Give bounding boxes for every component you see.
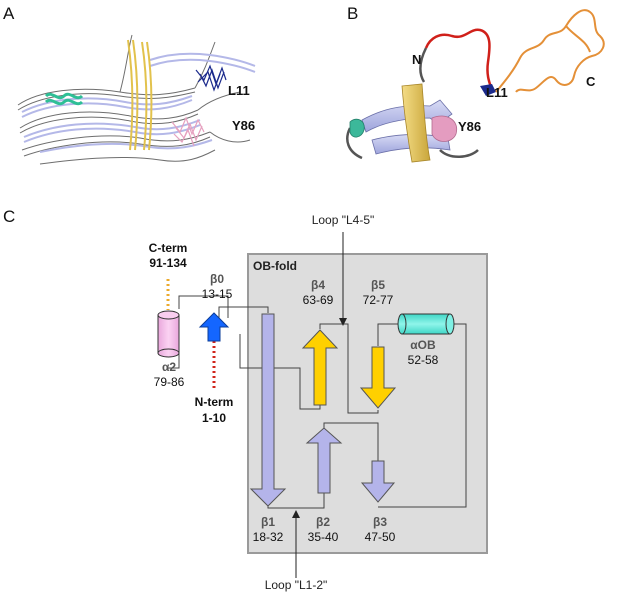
panel-b-l11-label: L11 (486, 85, 508, 100)
strand-b4-arrow (301, 329, 339, 406)
b3-name: β3 (373, 515, 387, 529)
aob-name: αOB (410, 338, 436, 352)
ensemble-gray-traces (17, 34, 251, 165)
helix-a2-cylinder (157, 310, 180, 358)
gray-coil (346, 47, 479, 160)
loop-l4-5-label: Loop "L4-5" (312, 213, 375, 227)
b0-range: 13-15 (202, 287, 233, 301)
pink-helix-segment (431, 115, 458, 142)
b3-range: 47-50 (365, 530, 396, 544)
strand-b0-arrow (198, 312, 230, 342)
ensemble-navy-loop (195, 64, 227, 92)
connector-b2-to-b3 (323, 422, 379, 461)
connector-aob-to-b5 (377, 323, 398, 346)
ensemble-yellow-strands (127, 39, 153, 151)
panel-b-c-label: C (586, 74, 596, 89)
ob-fold-title: OB-fold (253, 259, 297, 273)
aob-range: 52-58 (408, 353, 439, 367)
helix-aob-cylinder (397, 313, 455, 335)
red-n-terminal-coil (424, 28, 494, 91)
yellow-sheet-ribbon (401, 83, 431, 163)
b2-range: 35-40 (308, 530, 339, 544)
strand-b2-arrow (305, 427, 343, 494)
cterm-name: C-term (149, 241, 188, 255)
loop-l4-5-arrowhead (339, 318, 347, 326)
b0-name: β0 (210, 272, 224, 286)
ensemble-pink-sidechains (171, 116, 205, 147)
panel-b-n-label: N (412, 52, 421, 67)
b4-range: 63-69 (303, 293, 334, 307)
teal-helix-segment (349, 118, 365, 138)
cterm-range: 91-134 (149, 256, 187, 270)
strand-b5-arrow (359, 346, 397, 409)
b5-range: 72-77 (363, 293, 394, 307)
nterm-range: 1-10 (202, 411, 226, 425)
panel-b-cartoon (346, 9, 605, 163)
loop-l1-2-arrowhead (292, 510, 300, 518)
orange-c-terminal-coil (495, 9, 605, 93)
connector-b3-to-aob (378, 323, 467, 508)
loop-l1-2-label: Loop "L1-2" (265, 578, 328, 592)
ob-fold-box (247, 253, 488, 554)
a2-name: α2 (162, 360, 176, 374)
panel-b-y86-label: Y86 (458, 119, 481, 134)
panel-b-label: B (347, 4, 358, 23)
panel-c-label: C (3, 207, 15, 226)
b2-name: β2 (316, 515, 330, 529)
connector-b0-to-b1 (218, 306, 269, 318)
a2-range: 79-86 (154, 375, 185, 389)
connector-b5-to-b4 (319, 323, 379, 414)
b4-name: β4 (311, 278, 325, 292)
panel-a-ensemble (17, 34, 256, 165)
b5-name: β5 (371, 278, 385, 292)
connector-b4-to-a2 (239, 334, 321, 410)
strand-b3-arrow (360, 460, 396, 503)
b1-range: 18-32 (253, 530, 284, 544)
topology-connectors (168, 295, 467, 509)
navy-l11-loop (480, 84, 496, 96)
ensemble-teal-helix (44, 92, 84, 106)
strand-b1-arrow (249, 313, 287, 507)
nterm-name: N-term (195, 395, 234, 409)
panel-a-y86-label: Y86 (232, 118, 255, 133)
panel-a-l11-label: L11 (228, 83, 250, 98)
connector-b1-to-b2 (267, 493, 325, 509)
panel-a-label: A (3, 4, 15, 23)
b1-name: β1 (261, 515, 275, 529)
